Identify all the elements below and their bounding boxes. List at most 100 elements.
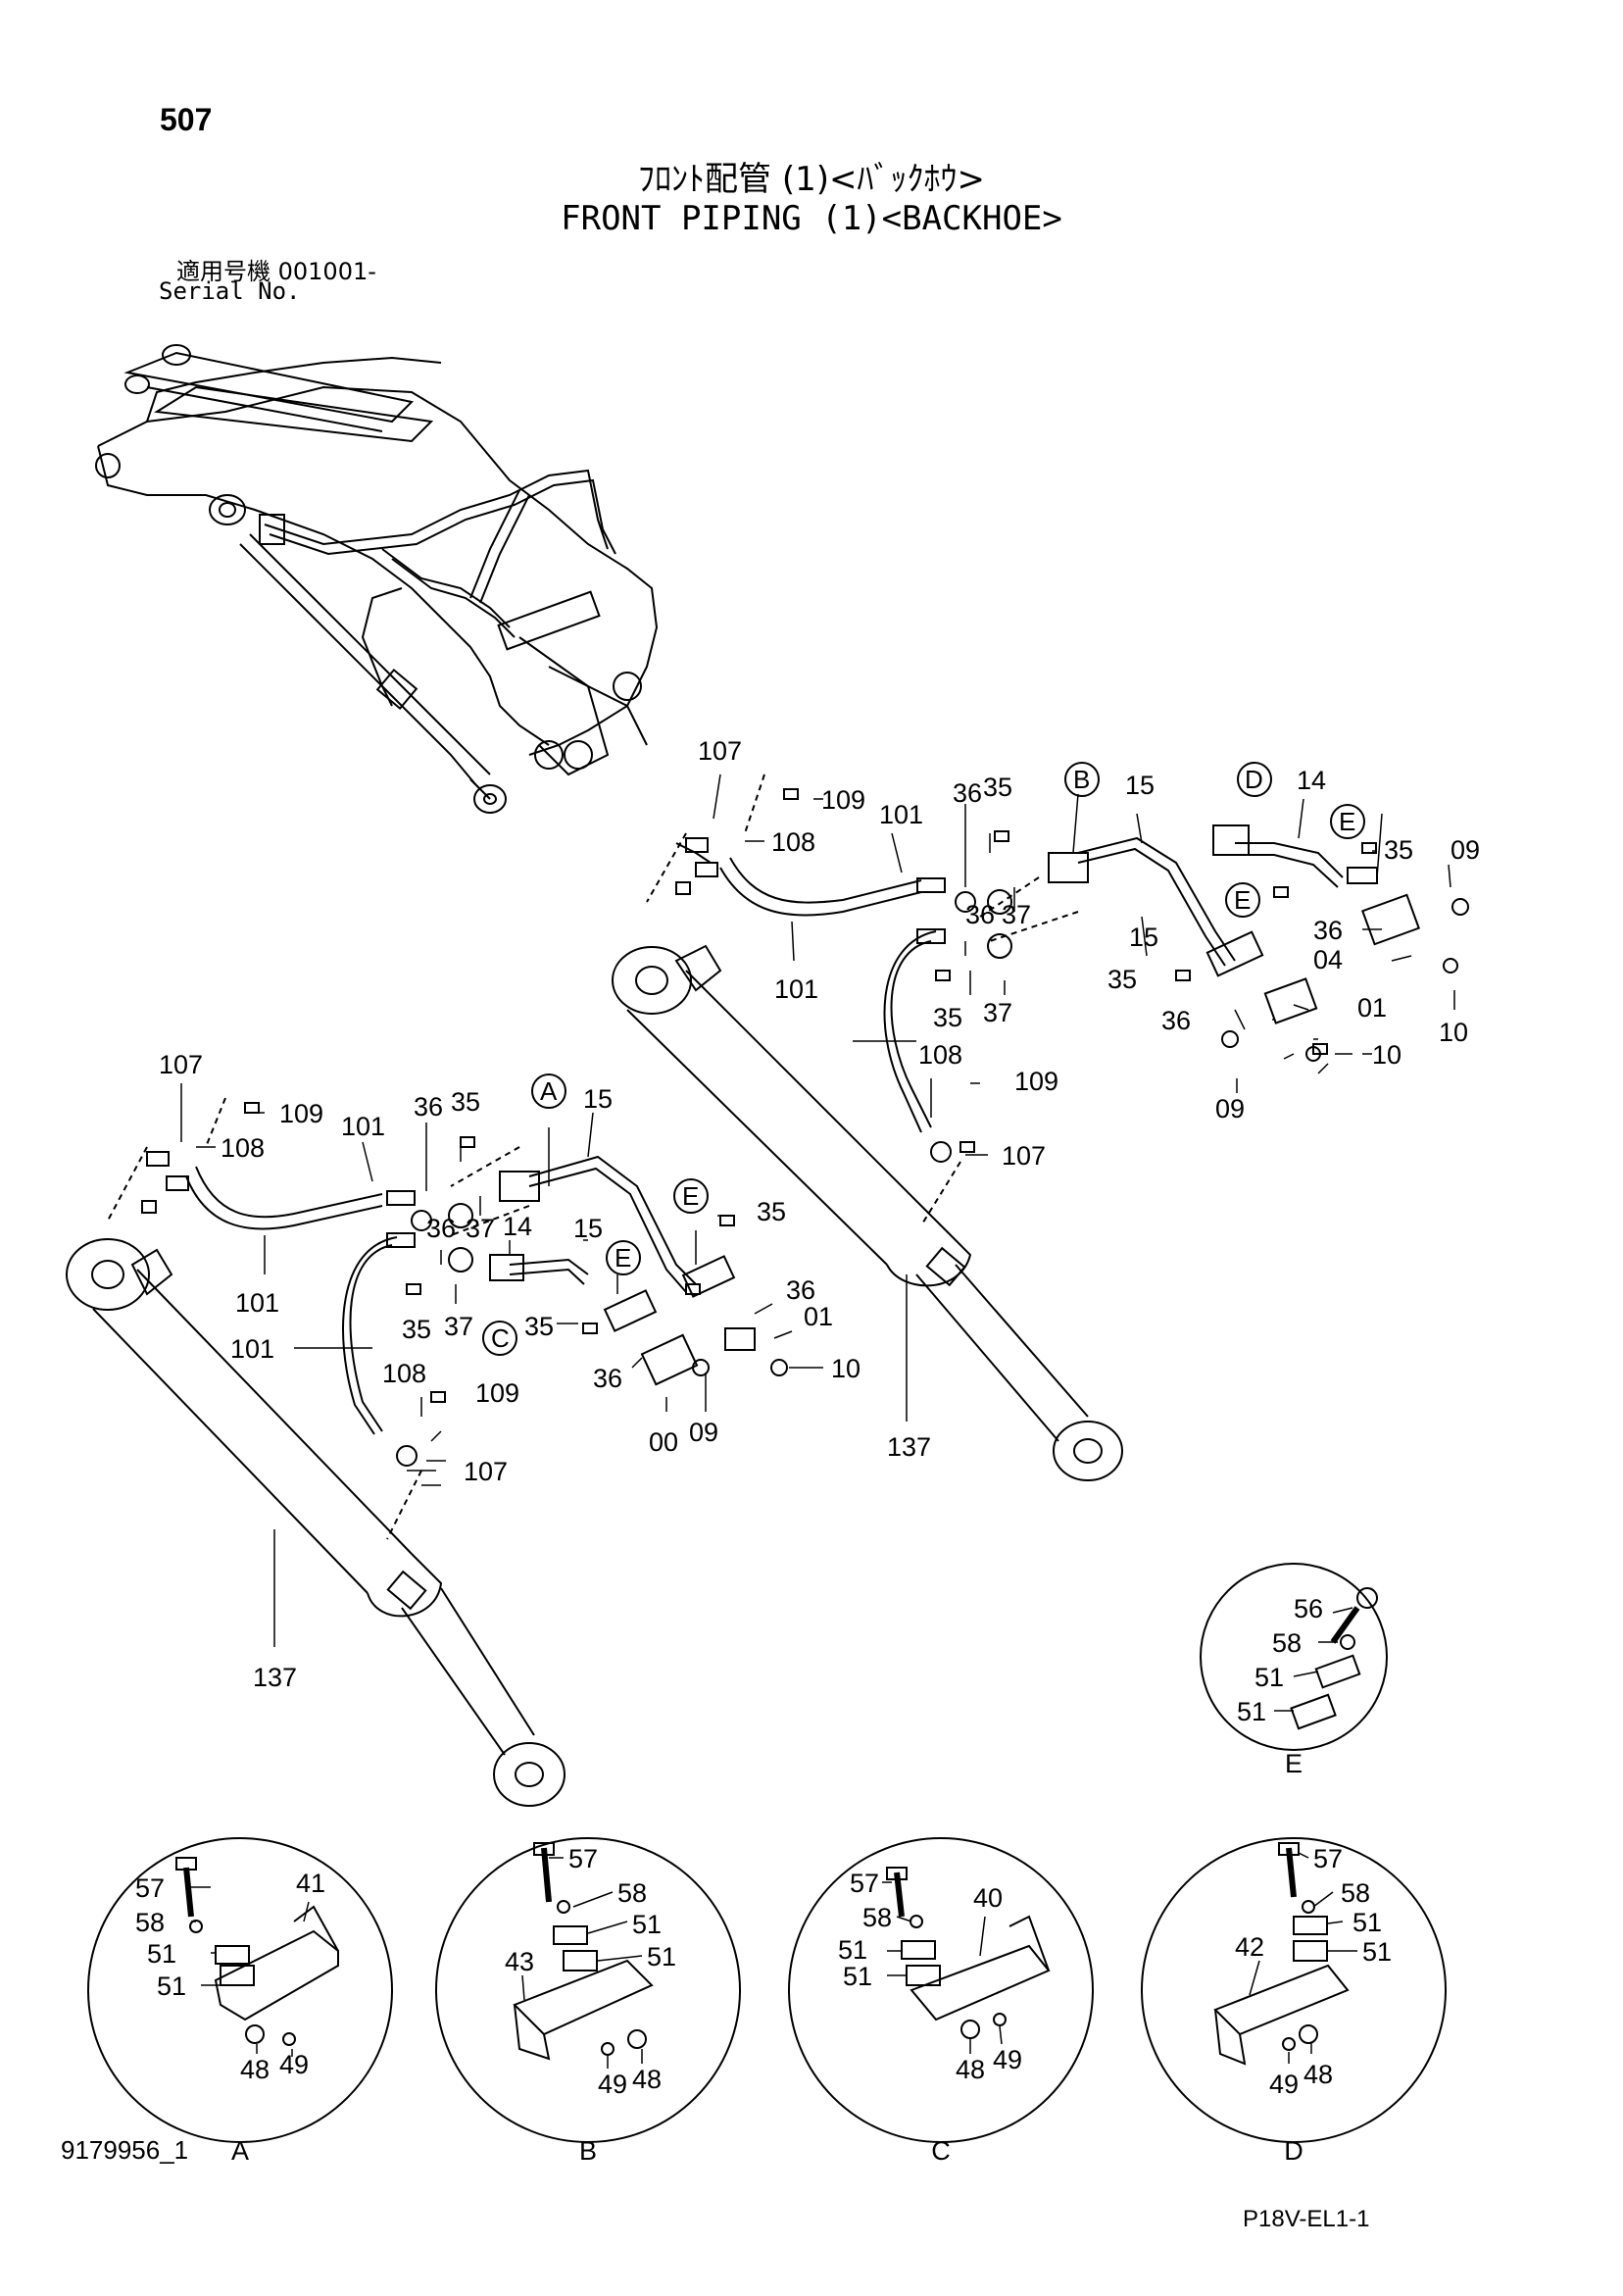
callout-57: 57 <box>135 1873 165 1903</box>
callout-51: 51 <box>1254 1663 1284 1692</box>
callout-57: 57 <box>568 1844 598 1873</box>
serial-label-english: Serial No. <box>159 277 301 305</box>
callout-51: 51 <box>147 1939 176 1969</box>
callout-01: 01 <box>804 1302 833 1331</box>
callout-51: 51 <box>838 1935 867 1965</box>
callout-51: 51 <box>1352 1908 1382 1937</box>
callout-09: 09 <box>1451 835 1480 865</box>
callout-01: 01 <box>1357 993 1387 1023</box>
detail-circle-e <box>1200 1563 1388 1751</box>
callout-43: 43 <box>505 1947 534 1976</box>
callout-109: 109 <box>1014 1067 1058 1096</box>
callout-10: 10 <box>831 1354 861 1383</box>
detail-e-illustration <box>1290 1587 1378 1730</box>
detail-c-labels: 57 58 51 51 40 48 49 C <box>838 1869 1022 2166</box>
callout-101: 101 <box>774 974 818 1004</box>
detail-label-b: B <box>579 2136 597 2166</box>
callout-35: 35 <box>451 1087 480 1117</box>
callout-49: 49 <box>279 2050 309 2079</box>
callout-51: 51 <box>632 1910 662 1939</box>
callout-101: 101 <box>879 800 923 829</box>
callout-107: 107 <box>1002 1141 1046 1171</box>
callout-35: 35 <box>933 1003 962 1032</box>
callout-109: 109 <box>475 1378 519 1408</box>
callout-35: 35 <box>983 773 1012 802</box>
detail-label-d: D <box>1284 2136 1303 2166</box>
callout-51: 51 <box>157 1972 186 2001</box>
detail-circle-c <box>788 1837 1094 2143</box>
detail-leader-lines <box>186 1607 1357 2069</box>
callout-51: 51 <box>1362 1937 1392 1967</box>
callout-37: 37 <box>444 1312 473 1341</box>
detail-d-illustration <box>1213 1842 1350 2066</box>
callout-36: 36 <box>1161 1006 1191 1035</box>
callout-37: 37 <box>466 1214 495 1243</box>
callout-137: 137 <box>887 1432 931 1462</box>
callout-101: 101 <box>235 1288 279 1318</box>
callout-58: 58 <box>617 1878 647 1908</box>
detail-label-a: A <box>231 2136 249 2166</box>
callout-48: 48 <box>956 2055 985 2084</box>
title-japanese: ﾌﾛﾝﾄ配管 (1)<ﾊﾞｯｸﾎｳ> <box>638 160 985 199</box>
detail-b-labels: 57 58 51 51 43 49 48 B <box>505 1844 676 2166</box>
callout-58: 58 <box>1341 1878 1370 1908</box>
detail-c-illustration <box>886 1867 1051 2039</box>
callout-37: 37 <box>983 998 1012 1027</box>
lower-callouts: 107 109 108 101 101 101 36 35 37 15 36 3… <box>159 1050 861 1692</box>
callout-58: 58 <box>1272 1628 1302 1658</box>
title-english: FRONT PIPING (1)<BACKHOE> <box>561 199 1062 238</box>
callout-00: 00 <box>649 1427 678 1457</box>
callout-36: 36 <box>965 900 995 929</box>
callout-56: 56 <box>1294 1594 1323 1623</box>
callout-108: 108 <box>382 1359 426 1388</box>
callout-51: 51 <box>647 1942 676 1972</box>
callout-09: 09 <box>1215 1094 1245 1123</box>
callout-40: 40 <box>973 1883 1003 1913</box>
callout-49: 49 <box>1269 2070 1299 2099</box>
detail-circle-b <box>435 1837 741 2143</box>
callout-101: 101 <box>230 1334 274 1364</box>
callout-14: 14 <box>1297 766 1326 795</box>
callout-36: 36 <box>786 1275 815 1305</box>
detail-label-e: E <box>1285 1749 1303 1778</box>
callout-09: 09 <box>689 1418 718 1447</box>
detail-label-c: C <box>931 2136 951 2166</box>
callout-35: 35 <box>757 1197 786 1226</box>
callout-108: 108 <box>221 1133 265 1163</box>
callout-108: 108 <box>918 1040 962 1070</box>
marker-e: E <box>682 1181 699 1211</box>
lower-leader-lines <box>180 1083 823 1647</box>
callout-36: 36 <box>953 778 982 808</box>
marker-e: E <box>1234 885 1251 915</box>
detail-d-labels: 57 58 51 51 42 49 48 D <box>1235 1844 1392 2166</box>
callout-49: 49 <box>993 2045 1022 2074</box>
callout-36: 36 <box>426 1214 456 1243</box>
callout-36: 36 <box>1313 916 1343 945</box>
detail-e-labels: 56 58 51 51 E <box>1237 1594 1323 1778</box>
callout-36: 36 <box>593 1364 622 1393</box>
callout-37: 37 <box>1002 900 1031 929</box>
callout-36: 36 <box>414 1092 443 1122</box>
marker-b: B <box>1073 765 1090 794</box>
upper-callouts: 107 109 108 101 101 36 35 37 36 35 37 15… <box>698 736 1480 1462</box>
callout-35: 35 <box>1107 965 1137 994</box>
callout-15: 15 <box>1125 771 1155 800</box>
callout-41: 41 <box>296 1869 325 1898</box>
callout-58: 58 <box>862 1903 892 1932</box>
callout-109: 109 <box>821 785 865 815</box>
marker-d: D <box>1245 765 1263 794</box>
callout-51: 51 <box>843 1962 872 1991</box>
callout-49: 49 <box>598 2070 627 2099</box>
callout-42: 42 <box>1235 1932 1264 1962</box>
detail-marker-circles <box>482 762 1365 1356</box>
serial-label-japanese: 適用号機 001001- <box>176 258 376 285</box>
reference-code: P18V-EL1-1 <box>1243 2206 1370 2232</box>
boom-overview-illustration <box>95 344 659 814</box>
detail-circle-d <box>1141 1837 1447 2143</box>
callout-107: 107 <box>464 1457 508 1486</box>
marker-c: C <box>491 1323 510 1353</box>
page-number: 507 <box>160 102 213 137</box>
callout-57: 57 <box>850 1869 879 1898</box>
callout-35: 35 <box>402 1315 431 1344</box>
